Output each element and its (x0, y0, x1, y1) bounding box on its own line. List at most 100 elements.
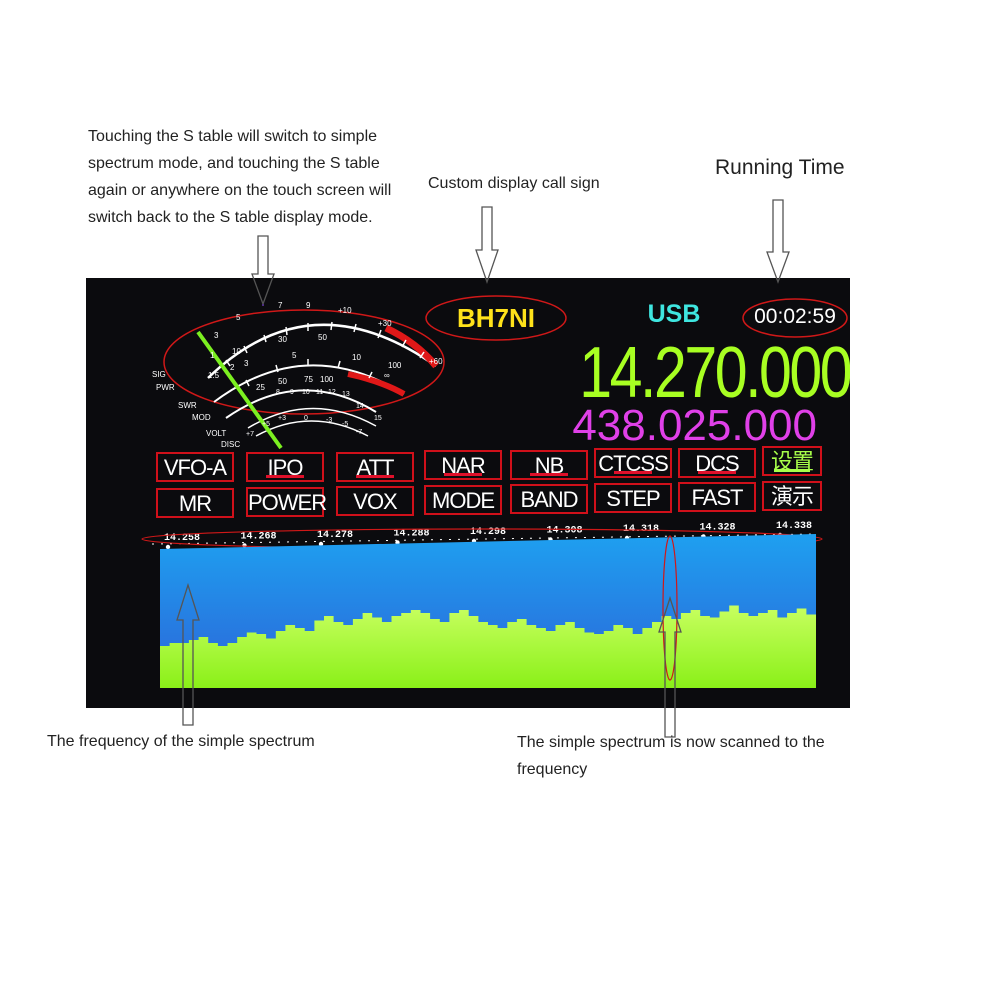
svg-text:∞: ∞ (384, 371, 390, 380)
spectrum-bars (160, 605, 816, 688)
svg-text:30: 30 (278, 335, 287, 344)
step-button[interactable]: STEP (594, 483, 672, 513)
s-table-note-line: switch back to the S table display mode. (88, 209, 373, 226)
button-label: BAND (520, 487, 578, 512)
sub-frequency[interactable]: 438.025.000 (572, 401, 817, 450)
svg-text:2: 2 (230, 363, 235, 372)
callsign-highlight-oval (425, 295, 567, 341)
nb-button[interactable]: NB (510, 450, 588, 480)
vox-button[interactable]: VOX (336, 486, 414, 516)
button-label: STEP (606, 486, 660, 511)
settings-button[interactable]: 设置 (762, 446, 822, 476)
arrow-down-icon (766, 199, 790, 284)
svg-text:+10: +10 (338, 306, 352, 315)
mod-arc (225, 389, 377, 419)
meter-label: SIG (152, 370, 166, 379)
spectrum-tick-label: 14.258 (164, 533, 200, 544)
callsign[interactable]: BH7NI (456, 303, 535, 333)
spectrum-freq-note: The frequency of the simple spectrum (47, 733, 315, 750)
svg-text:100: 100 (320, 375, 334, 384)
spectrum-tick-dot (318, 541, 324, 547)
svg-text:7: 7 (278, 301, 283, 310)
sig-arc (207, 323, 437, 379)
power-button[interactable]: POWER (246, 487, 327, 517)
ipo-button[interactable]: IPO (246, 452, 324, 482)
s-table-note: Touching the S table will switch to simp… (88, 123, 448, 231)
spectrum-tick-label: 14.298 (470, 527, 506, 538)
spectrum-tick-label: 14.278 (317, 530, 353, 541)
button-label: MODE (432, 488, 495, 513)
vfo-a-button[interactable]: VFO-A (156, 452, 234, 482)
mod-scale: 25 50 75 100 (256, 375, 334, 392)
meter-side-labels: SIG PWR SWR MOD VOLT DISC (152, 370, 240, 449)
scan-note-line: frequency (517, 761, 588, 778)
s-meter[interactable]: SIG PWR SWR MOD VOLT DISC 1 3 5 7 9 +10 … (152, 301, 445, 450)
svg-text:+3: +3 (278, 415, 286, 422)
pwr-scale: 10 30 50 100 (232, 333, 402, 370)
mode-button[interactable]: MODE (424, 485, 502, 515)
svg-text:+30: +30 (378, 319, 392, 328)
scan-note-line: The simple spectrum is now scanned to th… (517, 734, 825, 751)
meter-label: DISC (221, 440, 240, 449)
s-table-note-line: again or anywhere on the touch screen wi… (88, 182, 392, 199)
svg-text:25: 25 (256, 383, 265, 392)
meter-label: SWR (178, 401, 197, 410)
svg-text:9: 9 (306, 301, 311, 310)
svg-text:14: 14 (356, 403, 364, 410)
spectrum-tick-label: 14.268 (241, 532, 277, 543)
svg-text:+7: +7 (246, 431, 254, 438)
spectrum-panel[interactable] (160, 534, 816, 688)
svg-text:0: 0 (304, 415, 308, 422)
s-table-note-line: spectrum mode, and touching the S table (88, 155, 380, 172)
scan-note: The simple spectrum is now scanned to th… (517, 729, 877, 783)
spectrum-tick-label: 14.288 (394, 529, 430, 540)
meter-label: PWR (156, 383, 175, 392)
svg-text:3: 3 (214, 331, 219, 340)
meter-label: MOD (192, 413, 211, 422)
arrow-down-icon (475, 206, 499, 284)
svg-text:11: 11 (316, 389, 323, 396)
svg-text:+5: +5 (262, 421, 270, 428)
nar-button[interactable]: NAR (424, 450, 502, 480)
fast-button[interactable]: FAST (678, 482, 756, 512)
svg-text:1.5: 1.5 (208, 371, 220, 380)
callsign-note: Custom display call sign (428, 175, 600, 192)
svg-text:1: 1 (210, 351, 215, 360)
pwr-arc-red (347, 371, 406, 397)
svg-text:-3: -3 (326, 417, 332, 424)
att-button[interactable]: ATT (336, 452, 414, 482)
sig-arc-red (384, 324, 439, 369)
ctcss-button[interactable]: CTCSS (594, 448, 672, 478)
band-button[interactable]: BAND (510, 484, 588, 514)
disc-scale: +7 +5 +3 0 -3 -5 -7 (246, 415, 362, 438)
spectrum-tick-label: 14.328 (700, 523, 736, 534)
mode-indicator[interactable]: USB (647, 300, 701, 328)
swr-scale: 1.5 2 3 5 10 ∞ (208, 351, 390, 380)
button-label: VOX (353, 489, 397, 514)
button-label: MR (178, 491, 212, 516)
svg-text:10: 10 (302, 389, 310, 396)
s-table-note-line: Touching the S table will switch to simp… (88, 128, 378, 145)
svg-text:9: 9 (290, 389, 294, 396)
main-frequency[interactable]: 14.270.000 (579, 333, 850, 413)
mr-button[interactable]: MR (156, 488, 234, 518)
screen-graphics: SIG PWR SWR MOD VOLT DISC 1 3 5 7 9 +10 … (141, 295, 848, 688)
dcs-button[interactable]: DCS (678, 448, 756, 478)
svg-text:10: 10 (352, 353, 361, 362)
svg-text:50: 50 (278, 377, 287, 386)
radio-screen[interactable]: SIG PWR SWR MOD VOLT DISC 1 3 5 7 9 +10 … (86, 278, 850, 708)
svg-text:5: 5 (236, 313, 241, 322)
button-label: POWER (248, 490, 327, 515)
meter-ticks (225, 321, 425, 387)
svg-text:-5: -5 (342, 421, 348, 428)
spectrum-tick-label: 14.338 (776, 521, 812, 532)
volt-scale: 8 9 10 11 12 13 14 15 (276, 389, 382, 422)
svg-text:8: 8 (276, 389, 280, 396)
demo-button[interactable]: 演示 (762, 481, 822, 511)
svg-text:13: 13 (342, 391, 350, 398)
meter-label: VOLT (206, 429, 226, 438)
running-time-note: Running Time (715, 156, 845, 179)
spectrum-level-bars (160, 605, 816, 688)
svg-text:75: 75 (304, 375, 313, 384)
svg-text:-7: -7 (356, 429, 362, 436)
